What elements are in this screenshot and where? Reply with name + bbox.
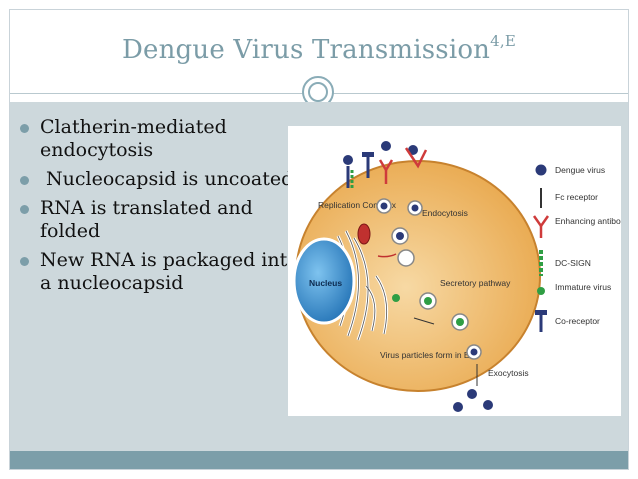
- legend-label: Co-receptor: [555, 316, 600, 326]
- immature-virus-icon: [537, 287, 545, 295]
- diagram-legend: Dengue virus Fc receptor Enhancing antib…: [532, 164, 621, 332]
- label-replication-complex-text: Replication Complex: [318, 200, 397, 210]
- bullet-dot-icon: [20, 257, 29, 266]
- legend-label: DC-SIGN: [555, 258, 591, 268]
- label-replication-complex: Replication Complex: [318, 200, 397, 210]
- legend-label-text: Enhancing antibody: [555, 216, 621, 226]
- virus-released: [467, 389, 477, 399]
- enhancing-antibody-icon: [532, 215, 550, 238]
- bullet-list: Clatherin-mediated endocytosis Nucleocap…: [18, 116, 303, 301]
- diagram-svg: Nucleus Replication Complex Endocytosis: [292, 141, 621, 412]
- co-receptor-icon: [535, 310, 547, 332]
- legend-label: Immature virus: [555, 282, 611, 292]
- flow-arrow: [413, 317, 435, 325]
- label-exocytosis: Exocytosis: [488, 368, 529, 378]
- bullet-dot-icon: [20, 124, 29, 133]
- bullet-item: New RNA is packaged into a nucleocapsid: [18, 249, 303, 295]
- surface-receptors: [343, 141, 428, 188]
- bullet-item: Clatherin-mediated endocytosis: [18, 116, 303, 162]
- legend-label: Dengue virus: [555, 165, 605, 175]
- virus-in-vesicle: [411, 204, 419, 212]
- bullet-text: New RNA is packaged into a nucleocapsid: [40, 249, 299, 294]
- bullet-text: RNA is translated and folded: [40, 197, 253, 242]
- virus-released: [483, 400, 493, 410]
- bullet-dot-icon: [20, 176, 29, 185]
- legend-label: Enhancing antibody: [555, 216, 621, 226]
- bullet-item: Nucleocapsid is uncoated: [18, 168, 303, 191]
- dengue-lifecycle-diagram: Nucleus Replication Complex Endocytosis: [288, 126, 621, 416]
- label-secretory-pathway: Secretory pathway: [440, 278, 511, 288]
- footer-band: [10, 451, 628, 469]
- uncoating-vesicle: [397, 249, 415, 267]
- bullet-item: RNA is translated and folded: [18, 197, 303, 243]
- virus-in-vesicle: [396, 232, 404, 240]
- label-virus-particles-text: Virus particles form in ER: [380, 350, 476, 360]
- legend-label-text: Immature virus: [555, 282, 611, 292]
- slide-title-text: Dengue Virus Transmission: [121, 35, 491, 65]
- legend-label: Fc receptor: [555, 192, 598, 202]
- immature-virus-in-vesicle: [424, 297, 432, 305]
- nucleus-shape: [292, 237, 356, 325]
- replication-complex-shape: [357, 223, 371, 245]
- virus-released: [453, 402, 463, 412]
- bullet-dot-icon: [20, 205, 29, 214]
- immature-virus-in-vesicle: [456, 318, 464, 326]
- virus-in-vesicle: [380, 202, 388, 210]
- immature-virus: [392, 294, 400, 302]
- label-endocytosis: Endocytosis: [422, 208, 468, 218]
- label-nucleus: Nucleus: [309, 278, 342, 288]
- dengue-virus-icon: [535, 164, 547, 176]
- released-rna: [377, 253, 397, 258]
- bullet-text: Nucleocapsid is uncoated: [40, 168, 294, 190]
- label-secretory-pathway-text: Secretory pathway: [440, 278, 511, 288]
- bullet-text: Clatherin-mediated endocytosis: [40, 116, 227, 161]
- virus-released: [470, 348, 478, 356]
- slide-title: Dengue Virus Transmission4,E: [10, 32, 628, 65]
- label-virus-particles: Virus particles form in ER: [380, 350, 476, 360]
- slide-title-superscript: 4,E: [490, 32, 517, 50]
